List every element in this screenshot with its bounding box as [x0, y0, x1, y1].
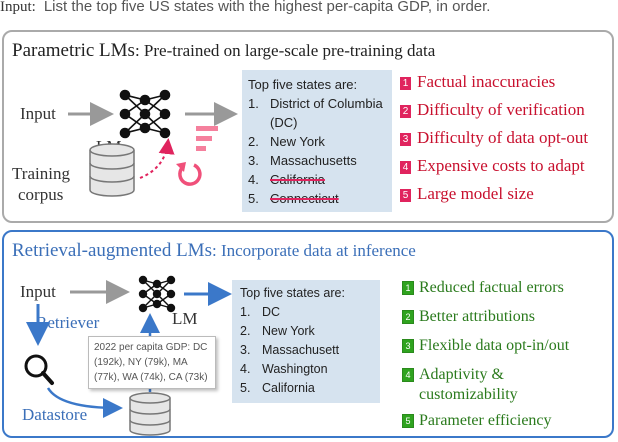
neural-network-icon: [119, 89, 171, 139]
issue-text: Difficulty of verification: [417, 100, 585, 119]
issue-number-badge: 1: [400, 77, 411, 90]
answer-text: DC: [262, 305, 281, 319]
list-item: 1. DC: [240, 303, 372, 322]
retriever-to-datastore-arrow: [46, 387, 123, 418]
retrieval-subtitle: : Incorporate data at inference: [211, 241, 416, 260]
benefit-text: customizability: [419, 386, 518, 403]
list-item: 4. California: [248, 170, 386, 189]
list-item: 3. Massachusetts: [248, 151, 386, 170]
training-corpus-label-line1: Training: [12, 164, 70, 183]
answer-number: 1.: [240, 305, 251, 319]
benefit-text: Better attributions: [419, 308, 535, 325]
retrieval-lm-label: LM: [172, 309, 198, 328]
answer-number: 2.: [248, 134, 259, 149]
parametric-subtitle: : Pre-trained on large-scale pre-trainin…: [134, 41, 436, 60]
issue-text: Expensive costs to adapt: [417, 156, 585, 175]
retrieval-neural-network-icon: [138, 275, 176, 313]
answer-number: 3.: [240, 343, 251, 357]
search-icon: [24, 354, 54, 385]
benefit-text: Adaptivity &: [419, 366, 504, 383]
issue-item: 3 Difficulty of data opt-out: [400, 128, 588, 148]
issue-item: 4 Expensive costs to adapt: [400, 156, 585, 176]
datastore-label: Datastore: [22, 405, 88, 424]
retrieval-answer-box: Top five states are: 1. DC 2. New York 3. M…: [232, 280, 380, 403]
training-corpus-label-line2: corpus: [18, 185, 64, 204]
answer-text: (DC): [270, 115, 298, 130]
retriever-label: Retriever: [36, 313, 100, 332]
datastore-database-icon: [129, 392, 171, 436]
benefit-item: 4 Adaptivity &: [402, 365, 504, 384]
parametric-title-text: Parametric LMs: [12, 40, 135, 61]
parametric-title: Parametric LMs: Pre-trained on large-sca…: [12, 40, 435, 62]
input-query-label: Input:: [0, 0, 36, 15]
benefit-text: Parameter efficiency: [419, 412, 552, 429]
training-corpus-database-icon: [89, 143, 135, 197]
list-item: 5. Connecticut: [248, 189, 386, 208]
pink-bars-icon: [196, 126, 218, 151]
benefit-item: 2 Better attributions: [402, 307, 535, 326]
list-item: 5. California: [240, 379, 372, 398]
input-query: Input: List the top five US states with t…: [0, 0, 618, 16]
answer-number: 2.: [240, 324, 251, 338]
answer-number: 1.: [248, 96, 259, 111]
retrieval-title-text: Retrieval-augmented LMs: [12, 240, 212, 261]
benefit-number-badge: 1: [402, 281, 414, 295]
issue-number-badge: 3: [400, 133, 411, 146]
answer-number: 4.: [248, 172, 259, 187]
benefit-text: Flexible data opt-in/out: [419, 337, 570, 354]
benefit-item: 5 Parameter efficiency: [402, 411, 552, 430]
issue-text: Large model size: [417, 184, 534, 203]
answer-number: 4.: [240, 362, 251, 376]
answer-text: New York: [262, 324, 315, 338]
parametric-answer-header: Top five states are:: [248, 77, 358, 92]
benefit-item: 3 Flexible data opt-in/out: [402, 336, 569, 355]
issue-item: 2 Difficulty of verification: [400, 100, 585, 120]
input-query-text: List the top five US states with the hig…: [43, 0, 491, 15]
benefit-item-continued: customizability: [419, 385, 518, 404]
answer-text: New York: [270, 134, 325, 149]
list-item: 2. New York: [248, 132, 386, 151]
list-item: 2. New York: [240, 322, 372, 341]
answer-text: District of Columbia: [270, 96, 383, 111]
benefit-number-badge: 5: [402, 414, 414, 428]
list-item: (DC): [248, 113, 386, 132]
answer-text-incorrect: Connecticut: [270, 191, 339, 206]
list-item: 4. Washington: [240, 360, 372, 379]
answer-text-incorrect: California: [270, 172, 325, 187]
issue-text: Factual inaccuracies: [417, 72, 556, 91]
retrieval-answer-list: 1. DC 2. New York 3. Massachusett 4. Washing…: [240, 303, 372, 398]
benefit-number-badge: 3: [402, 339, 414, 353]
answer-number: 5.: [248, 191, 259, 206]
retrieved-document-card: 2022 per capita GDP: DC (192k), NY (79k)…: [88, 336, 216, 389]
parametric-answer-box: Top five states are: 1. District of Colum…: [242, 70, 392, 212]
retrieval-input-label: Input: [20, 282, 56, 301]
benefit-number-badge: 2: [402, 310, 414, 324]
answer-number: 5.: [240, 381, 251, 395]
answer-text: Massachusetts: [270, 153, 357, 168]
retrieval-title: Retrieval-augmented LMs: Incorporate dat…: [12, 240, 416, 262]
issue-number-badge: 4: [400, 161, 411, 174]
list-item: 3. Massachusett: [240, 341, 372, 360]
issue-number-badge: 5: [400, 189, 411, 202]
answer-text: Washington: [262, 362, 328, 376]
answer-number: 3.: [248, 153, 259, 168]
issue-number-badge: 2: [400, 105, 411, 118]
issue-item: 1 Factual inaccuracies: [400, 72, 555, 92]
refresh-cycle-icon: [176, 162, 202, 186]
issue-item: 5 Large model size: [400, 184, 534, 204]
benefit-item: 1 Reduced factual errors: [402, 278, 564, 297]
parametric-lm-panel: [2, 30, 614, 223]
answer-text: Massachusett: [262, 343, 340, 357]
benefit-text: Reduced factual errors: [419, 279, 564, 296]
parametric-input-label: Input: [20, 104, 56, 123]
issue-text: Difficulty of data opt-out: [417, 128, 589, 147]
benefit-number-badge: 4: [402, 368, 414, 382]
retrieval-answer-header: Top five states are:: [240, 286, 345, 300]
list-item: 1. District of Columbia: [248, 94, 386, 113]
parametric-answer-list: 1. District of Columbia (DC) 2. New York 3…: [248, 94, 386, 208]
retrieval-augmented-lm-panel: [2, 230, 614, 438]
answer-text: California: [262, 381, 315, 395]
pretraining-dashed-arrow: [139, 138, 175, 179]
